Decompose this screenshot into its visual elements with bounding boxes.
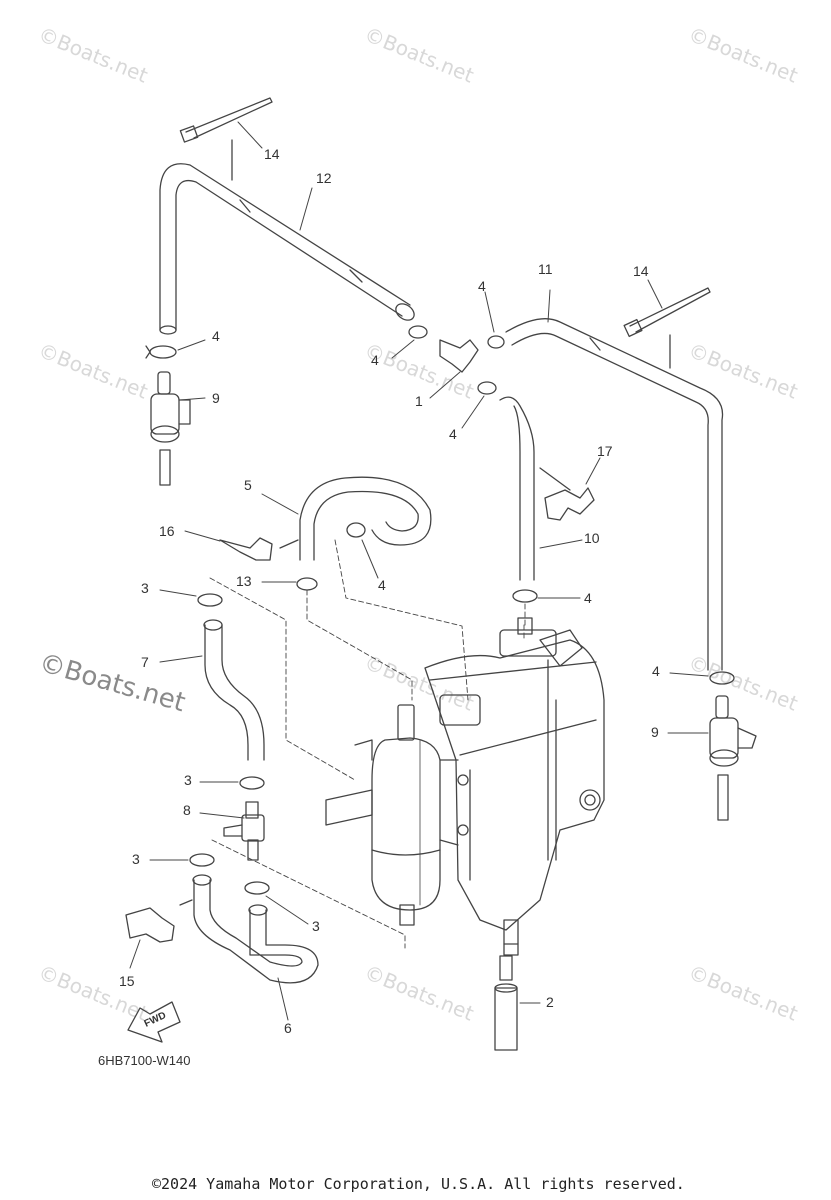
clamp-3-top bbox=[159, 589, 223, 607]
callout-13: 13 bbox=[236, 573, 252, 589]
hose-10 bbox=[499, 396, 583, 581]
clamp-4-center bbox=[346, 522, 379, 579]
clamp-4-left bbox=[145, 339, 206, 359]
callout-11: 11 bbox=[538, 261, 553, 277]
callout-5: 5 bbox=[244, 477, 252, 493]
joint-1 bbox=[429, 339, 479, 399]
clamp-3-lower-left bbox=[149, 853, 215, 867]
callout-9: 9 bbox=[651, 724, 659, 740]
copyright-notice: ©2024 Yamaha Motor Corporation, U.S.A. A… bbox=[152, 1175, 685, 1193]
clip-17 bbox=[539, 457, 601, 521]
clamp-4-top-b bbox=[484, 291, 505, 349]
callout-12: 12 bbox=[316, 170, 332, 186]
callout-4: 4 bbox=[371, 352, 379, 368]
forward-arrow bbox=[127, 1001, 181, 1043]
connection-lines bbox=[209, 539, 525, 949]
callout-4: 4 bbox=[212, 328, 220, 344]
hose-12 bbox=[159, 163, 415, 335]
callout-4: 4 bbox=[378, 577, 386, 593]
callout-14: 14 bbox=[264, 146, 280, 162]
hose-2 bbox=[494, 955, 541, 1051]
clamp-13 bbox=[261, 577, 413, 701]
clip-16 bbox=[184, 530, 299, 561]
callout-7: 7 bbox=[141, 654, 149, 670]
joint-8 bbox=[199, 801, 265, 861]
callout-2: 2 bbox=[546, 994, 554, 1010]
joint-9-left bbox=[150, 371, 206, 486]
hose-5 bbox=[261, 476, 432, 561]
callout-3: 3 bbox=[132, 851, 140, 867]
callout-17: 17 bbox=[597, 443, 613, 459]
cable-tie-14-left bbox=[179, 97, 273, 181]
callout-3: 3 bbox=[141, 580, 149, 596]
joint-9-right bbox=[667, 695, 757, 821]
callout-16: 16 bbox=[159, 523, 175, 539]
hose-11 bbox=[505, 289, 724, 671]
cable-tie-14-right bbox=[623, 279, 711, 369]
diagram-code: 6HB7100-W140 bbox=[98, 1053, 191, 1068]
callout-10: 10 bbox=[584, 530, 600, 546]
callout-14: 14 bbox=[633, 263, 649, 279]
callout-1: 1 bbox=[415, 393, 423, 409]
callout-4: 4 bbox=[584, 590, 592, 606]
hose-6 bbox=[192, 874, 319, 1021]
callout-3: 3 bbox=[312, 918, 320, 934]
clamp-4-top-a bbox=[391, 325, 428, 359]
forward-arrow-label: FWD bbox=[143, 1010, 168, 1030]
callout-4: 4 bbox=[652, 663, 660, 679]
clamp-4-mid-right bbox=[512, 589, 581, 626]
callout-3: 3 bbox=[184, 772, 192, 788]
callout-6: 6 bbox=[284, 1020, 292, 1036]
clamp-3-mid bbox=[199, 776, 265, 790]
clamp-4-top-c bbox=[461, 381, 497, 429]
clip-15 bbox=[125, 899, 193, 969]
clamp-3-lower-right bbox=[244, 881, 309, 925]
vapor-separator-assembly bbox=[325, 617, 605, 956]
callout-9: 9 bbox=[212, 390, 220, 406]
hose-7 bbox=[159, 619, 265, 761]
callout-4: 4 bbox=[449, 426, 457, 442]
clamp-4-far-right bbox=[669, 671, 735, 685]
callout-4: 4 bbox=[478, 278, 486, 294]
callout-8: 8 bbox=[183, 802, 191, 818]
callout-15: 15 bbox=[119, 973, 135, 989]
